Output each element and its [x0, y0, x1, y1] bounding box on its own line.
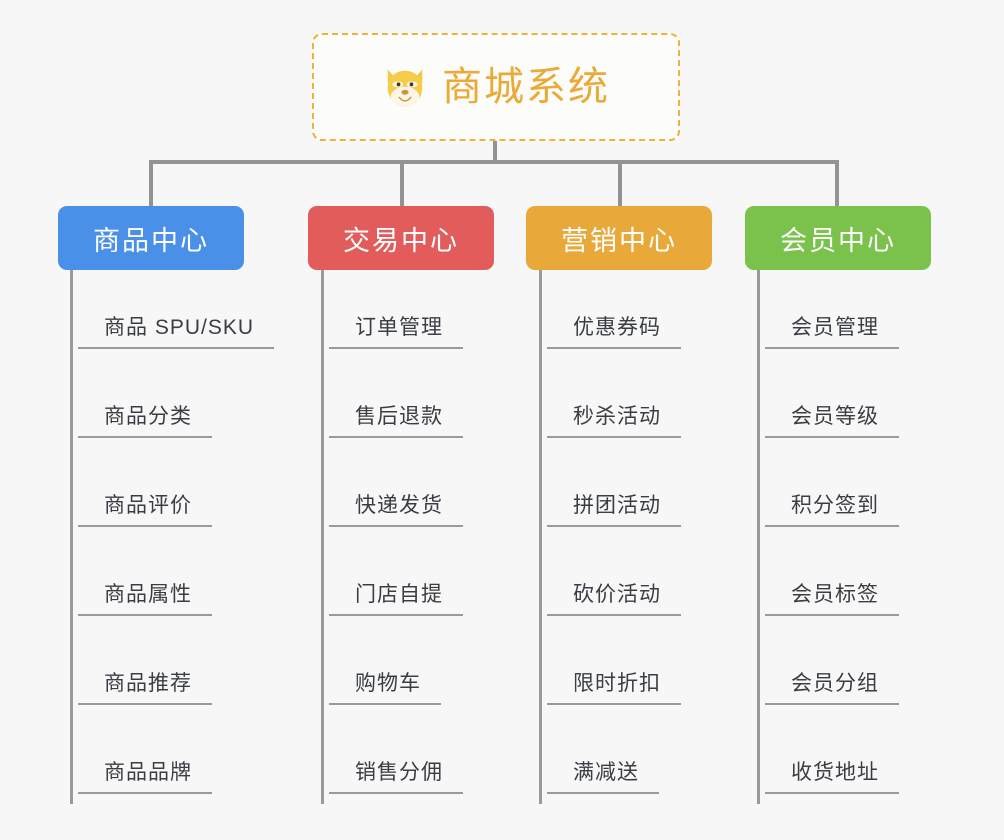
- leaf-label: 优惠券码: [547, 317, 681, 349]
- leaf-label: 会员管理: [765, 317, 899, 349]
- leaf-node[interactable]: 拼团活动: [539, 448, 681, 537]
- leaf-label: 商品品牌: [78, 762, 212, 794]
- branch-header-label-2: 营销中心: [561, 225, 677, 256]
- leaf-node[interactable]: 商品 SPU/SKU: [70, 270, 275, 359]
- leaf-node[interactable]: 销售分佣: [321, 715, 463, 804]
- leaf-node[interactable]: 优惠券码: [539, 270, 681, 359]
- leaf-node[interactable]: 购物车: [321, 626, 463, 715]
- leaf-label: 秒杀活动: [547, 406, 681, 438]
- leaf-node[interactable]: 订单管理: [321, 270, 463, 359]
- leaf-node[interactable]: 商品评价: [70, 448, 274, 537]
- leaf-label: 购物车: [329, 673, 441, 705]
- branch-column-2: 优惠券码 秒杀活动 拼团活动 砍价活动 限时折扣 满减送: [539, 270, 681, 804]
- root-node-card[interactable]: 商城系统: [312, 33, 680, 141]
- leaf-node[interactable]: 商品属性: [70, 537, 274, 626]
- leaf-label: 满减送: [547, 762, 659, 794]
- branch-spine-0: [70, 270, 73, 804]
- leaf-node[interactable]: 快递发货: [321, 448, 463, 537]
- leaf-label: 商品推荐: [78, 673, 212, 705]
- leaf-node[interactable]: 限时折扣: [539, 626, 681, 715]
- connector-drop-1: [400, 160, 404, 206]
- leaf-label: 拼团活动: [547, 495, 681, 527]
- branch-spine-3: [757, 270, 760, 804]
- leaf-label: 门店自提: [329, 584, 463, 616]
- connector-drop-0: [149, 160, 153, 206]
- leaf-node[interactable]: 商品推荐: [70, 626, 274, 715]
- branch-header-label-3: 会员中心: [780, 225, 896, 256]
- leaf-node[interactable]: 会员管理: [757, 270, 899, 359]
- leaf-label: 积分签到: [765, 495, 899, 527]
- leaf-label: 商品 SPU/SKU: [78, 317, 275, 349]
- leaf-node[interactable]: 收货地址: [757, 715, 899, 804]
- shiba-dog-icon: [387, 69, 423, 107]
- root-node-title: 商城系统: [442, 65, 610, 109]
- branch-column-3: 会员管理 会员等级 积分签到 会员标签 会员分组 收货地址: [757, 270, 899, 804]
- branch-spine-2: [539, 270, 542, 804]
- leaf-node[interactable]: 积分签到: [757, 448, 899, 537]
- leaf-node[interactable]: 会员分组: [757, 626, 899, 715]
- leaf-node[interactable]: 商品分类: [70, 359, 274, 448]
- connector-drop-3: [835, 160, 839, 206]
- leaf-label: 商品分类: [78, 406, 212, 438]
- leaf-node[interactable]: 砍价活动: [539, 537, 681, 626]
- leaf-label: 会员分组: [765, 673, 899, 705]
- leaf-label: 会员等级: [765, 406, 899, 438]
- leaf-node[interactable]: 会员标签: [757, 537, 899, 626]
- branch-header-0[interactable]: 商品中心: [58, 206, 244, 270]
- leaf-label: 限时折扣: [547, 673, 681, 705]
- connector-drop-2: [618, 160, 622, 206]
- connector-root-stem: [493, 141, 497, 163]
- leaf-label: 快递发货: [329, 495, 463, 527]
- branch-header-3[interactable]: 会员中心: [745, 206, 931, 270]
- leaf-label: 售后退款: [329, 406, 463, 438]
- leaf-label: 订单管理: [329, 317, 463, 349]
- connector-horizontal-bus: [149, 160, 839, 164]
- branch-header-1[interactable]: 交易中心: [308, 206, 494, 270]
- branch-header-label-1: 交易中心: [343, 225, 459, 256]
- leaf-node[interactable]: 商品品牌: [70, 715, 274, 804]
- branch-column-1: 订单管理 售后退款 快递发货 门店自提 购物车 销售分佣: [321, 270, 463, 804]
- leaf-node[interactable]: 会员等级: [757, 359, 899, 448]
- leaf-label: 商品属性: [78, 584, 212, 616]
- leaf-node[interactable]: 满减送: [539, 715, 681, 804]
- leaf-node[interactable]: 门店自提: [321, 537, 463, 626]
- branch-column-0: 商品 SPU/SKU 商品分类 商品评价 商品属性 商品推荐 商品品牌: [70, 270, 275, 804]
- branch-header-2[interactable]: 营销中心: [526, 206, 712, 270]
- leaf-label: 收货地址: [765, 762, 899, 794]
- leaf-node[interactable]: 售后退款: [321, 359, 463, 448]
- branch-spine-1: [321, 270, 324, 804]
- branch-header-label-0: 商品中心: [93, 225, 209, 256]
- leaf-label: 销售分佣: [329, 762, 463, 794]
- leaf-label: 商品评价: [78, 495, 212, 527]
- leaf-label: 砍价活动: [547, 584, 681, 616]
- leaf-node[interactable]: 秒杀活动: [539, 359, 681, 448]
- leaf-label: 会员标签: [765, 584, 899, 616]
